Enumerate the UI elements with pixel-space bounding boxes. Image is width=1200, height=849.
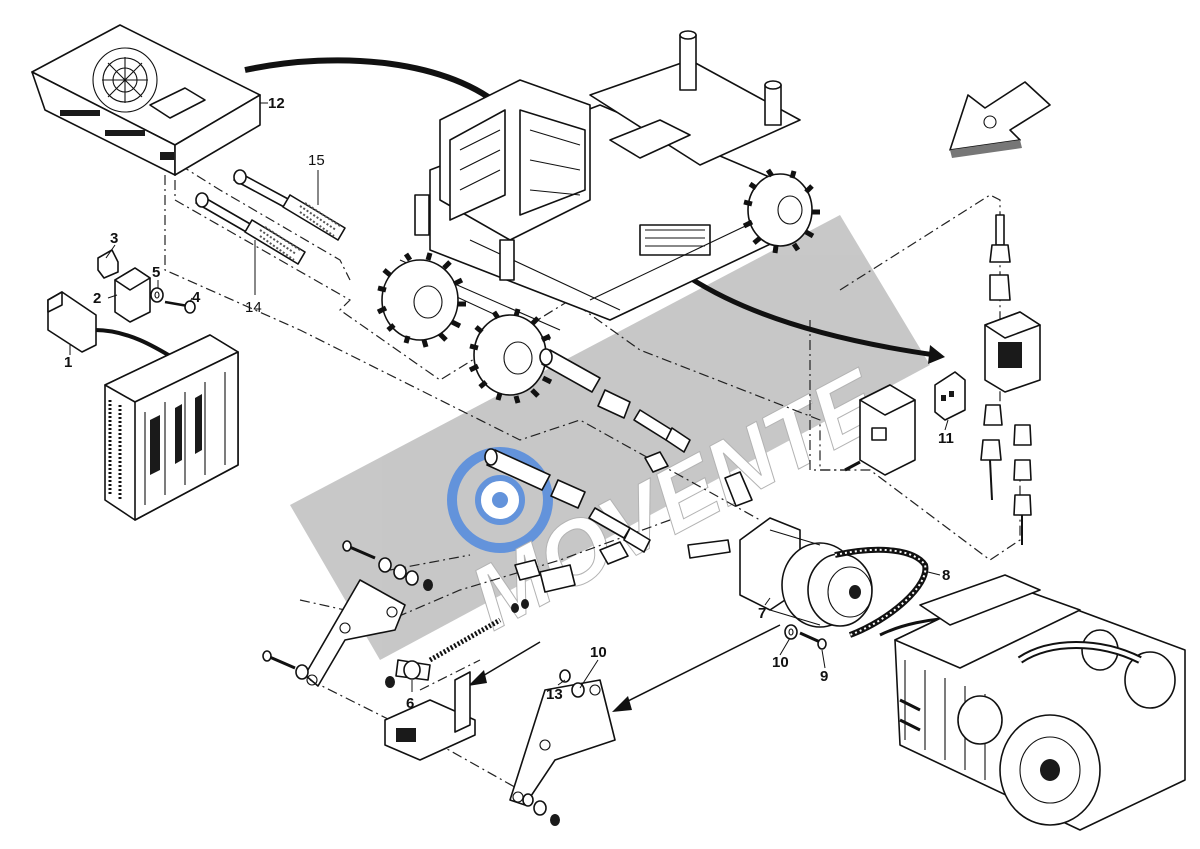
callout-1: 1 [64, 354, 72, 371]
callout-6: 6 [406, 695, 414, 712]
arrow-head-engine [928, 345, 945, 364]
hardware-bolts [262, 540, 585, 826]
callout-labels: 12 15 14 3 2 5 4 1 11 8 7 10 9 6 10 13 [64, 95, 954, 712]
bracket-3 [97, 249, 119, 279]
callout-3: 3 [110, 230, 118, 247]
arrow-to-bracket [619, 624, 781, 706]
washer-5 [150, 287, 164, 303]
direction-arrows [94, 57, 961, 712]
arrow-head-bracket-2 [468, 670, 487, 686]
hose-fitting-upper [539, 348, 691, 453]
tractor-machine [376, 30, 820, 404]
drive-belt-8 [834, 546, 929, 638]
callout-4: 4 [192, 289, 201, 306]
callout-2: 2 [93, 290, 101, 307]
compressor-7 [739, 517, 873, 628]
washer-10-a [784, 624, 798, 640]
mounting-bracket-left [304, 579, 406, 687]
receiver-drier [980, 214, 1041, 545]
front-left-wheel [376, 252, 466, 348]
rear-right-wheel [742, 168, 820, 254]
callout-10-b: 10 [590, 644, 607, 661]
direction-indicator-icon [949, 81, 1051, 158]
callout-14: 14 [245, 299, 262, 316]
base-plate [384, 671, 476, 761]
callout-13: 13 [546, 686, 563, 703]
callout-10-a: 10 [772, 654, 789, 671]
tensioner-rod [395, 617, 502, 681]
bolt-9 [799, 631, 827, 650]
leader-lines [69, 102, 949, 692]
arrow-to-bracket-2 [475, 641, 541, 681]
callout-11: 11 [938, 430, 954, 447]
bracket-1 [47, 291, 97, 353]
callout-5: 5 [152, 264, 160, 281]
hose-fitting-lower [484, 448, 651, 553]
hose-14 [195, 192, 306, 265]
evaporator-unit [31, 24, 261, 176]
callout-9: 9 [820, 668, 828, 685]
relay-2 [114, 267, 151, 323]
callout-7: 7 [758, 605, 766, 622]
callout-8: 8 [942, 567, 950, 584]
arrow-to-cab [244, 57, 508, 113]
callout-12: 12 [268, 95, 285, 112]
arrow-head-bracket [612, 696, 632, 712]
screw-4 [164, 300, 196, 314]
hose-15 [233, 169, 346, 241]
engine [894, 574, 1186, 831]
electrical-panel [104, 334, 239, 521]
watermark-band [290, 215, 930, 660]
pressure-switch-box [844, 384, 916, 476]
connector-11 [934, 371, 966, 421]
rear-left-wheel [468, 308, 554, 404]
callout-15: 15 [308, 152, 325, 169]
small-fittings [599, 451, 753, 565]
